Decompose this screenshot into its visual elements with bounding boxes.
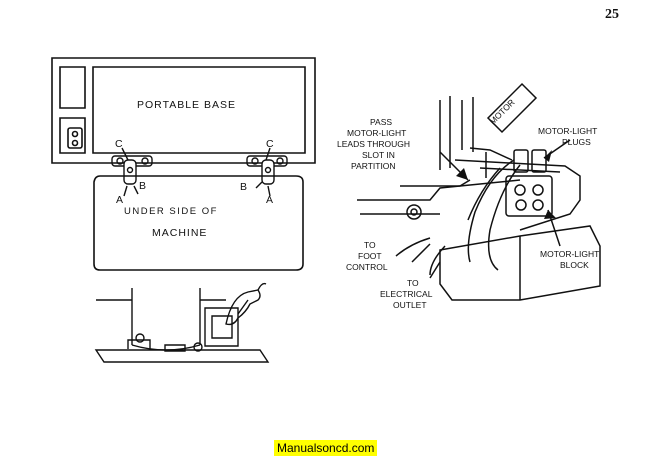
hinge-right-label-b: B (240, 181, 248, 193)
svg-text:FOOT: FOOT (358, 251, 382, 261)
svg-text:CONTROL: CONTROL (346, 262, 388, 272)
block-label: MOTOR-LIGHT BLOCK (540, 249, 599, 270)
svg-text:PASS: PASS (370, 117, 392, 127)
svg-text:PLUGS: PLUGS (562, 137, 591, 147)
plugs-label: MOTOR-LIGHT PLUGS (538, 126, 597, 147)
foot-control-label: TO FOOT CONTROL (346, 240, 388, 272)
page-number: 25 (605, 7, 619, 22)
underside-label-line1: UNDER SIDE OF (124, 206, 218, 217)
svg-text:PARTITION: PARTITION (351, 161, 396, 171)
pointer-arrows (456, 150, 556, 219)
portable-base-label: PORTABLE BASE (137, 99, 236, 111)
svg-text:TO: TO (407, 278, 419, 288)
svg-text:LEADS THROUGH: LEADS THROUGH (337, 139, 410, 149)
portable-base-figure (51, 57, 316, 164)
pass-note: PASS MOTOR-LIGHT LEADS THROUGH SLOT IN P… (337, 117, 410, 171)
svg-text:MOTOR-LIGHT: MOTOR-LIGHT (347, 128, 406, 138)
underside-label-line2: MACHINE (152, 227, 207, 239)
hinge-left-label-b: B (139, 180, 147, 192)
hinge-left-label-a: A (116, 194, 124, 206)
svg-text:MOTOR-LIGHT: MOTOR-LIGHT (538, 126, 597, 136)
svg-text:SLOT IN: SLOT IN (362, 150, 395, 160)
svg-text:BLOCK: BLOCK (560, 260, 589, 270)
outlet-label: TO ELECTRICAL OUTLET (380, 278, 433, 310)
hinge-right-label-a: A (266, 194, 274, 206)
machine-underside (93, 175, 304, 271)
hinge-right-label-c: C (266, 138, 275, 150)
svg-text:MOTOR-LIGHT: MOTOR-LIGHT (540, 249, 599, 259)
hinge-right (246, 147, 288, 197)
hinge-left (111, 147, 153, 197)
motor-light-figure (357, 82, 601, 301)
svg-text:ELECTRICAL: ELECTRICAL (380, 289, 433, 299)
motor-and-hand-sketch (94, 282, 270, 363)
hinge-left-label-c: C (115, 138, 124, 150)
watermark-label: Manualsoncd.com (274, 440, 378, 456)
svg-text:OUTLET: OUTLET (393, 300, 427, 310)
svg-text:TO: TO (364, 240, 376, 250)
